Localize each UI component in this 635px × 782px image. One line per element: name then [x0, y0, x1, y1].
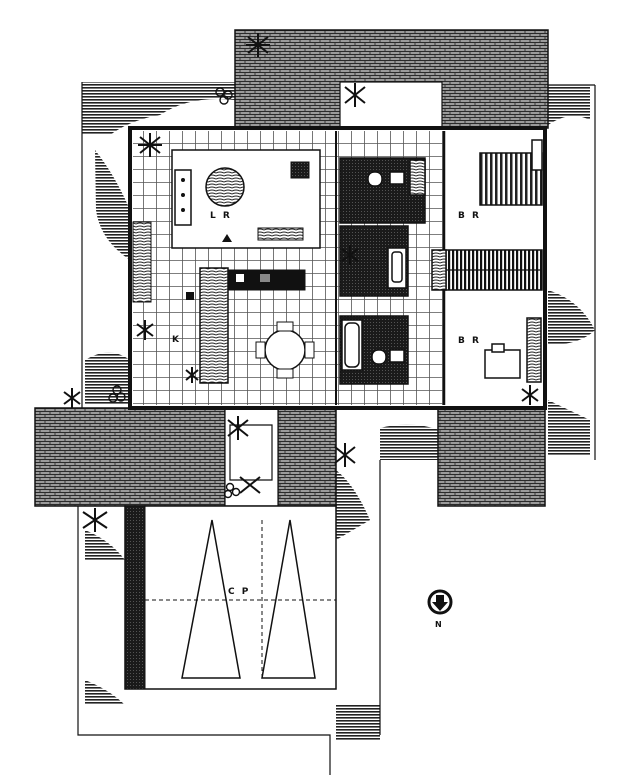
north-arrow-label: N	[435, 620, 442, 629]
kitchen-dining	[186, 267, 315, 384]
room-label-living: L R	[210, 211, 232, 221]
room-label-kitchen: K	[172, 335, 181, 345]
bedrooms	[431, 139, 543, 383]
living-room	[132, 149, 321, 303]
shrub-symbols	[108, 87, 241, 499]
room-label-bedroom-2: B R	[458, 336, 481, 346]
north-arrow-icon	[427, 589, 453, 615]
site-lines	[77, 82, 596, 775]
service-core	[339, 157, 426, 385]
carport	[124, 505, 337, 690]
room-label-carport: C P	[228, 587, 250, 597]
room-label-bedroom-1: B R	[458, 211, 481, 221]
plant-symbols	[63, 33, 539, 532]
